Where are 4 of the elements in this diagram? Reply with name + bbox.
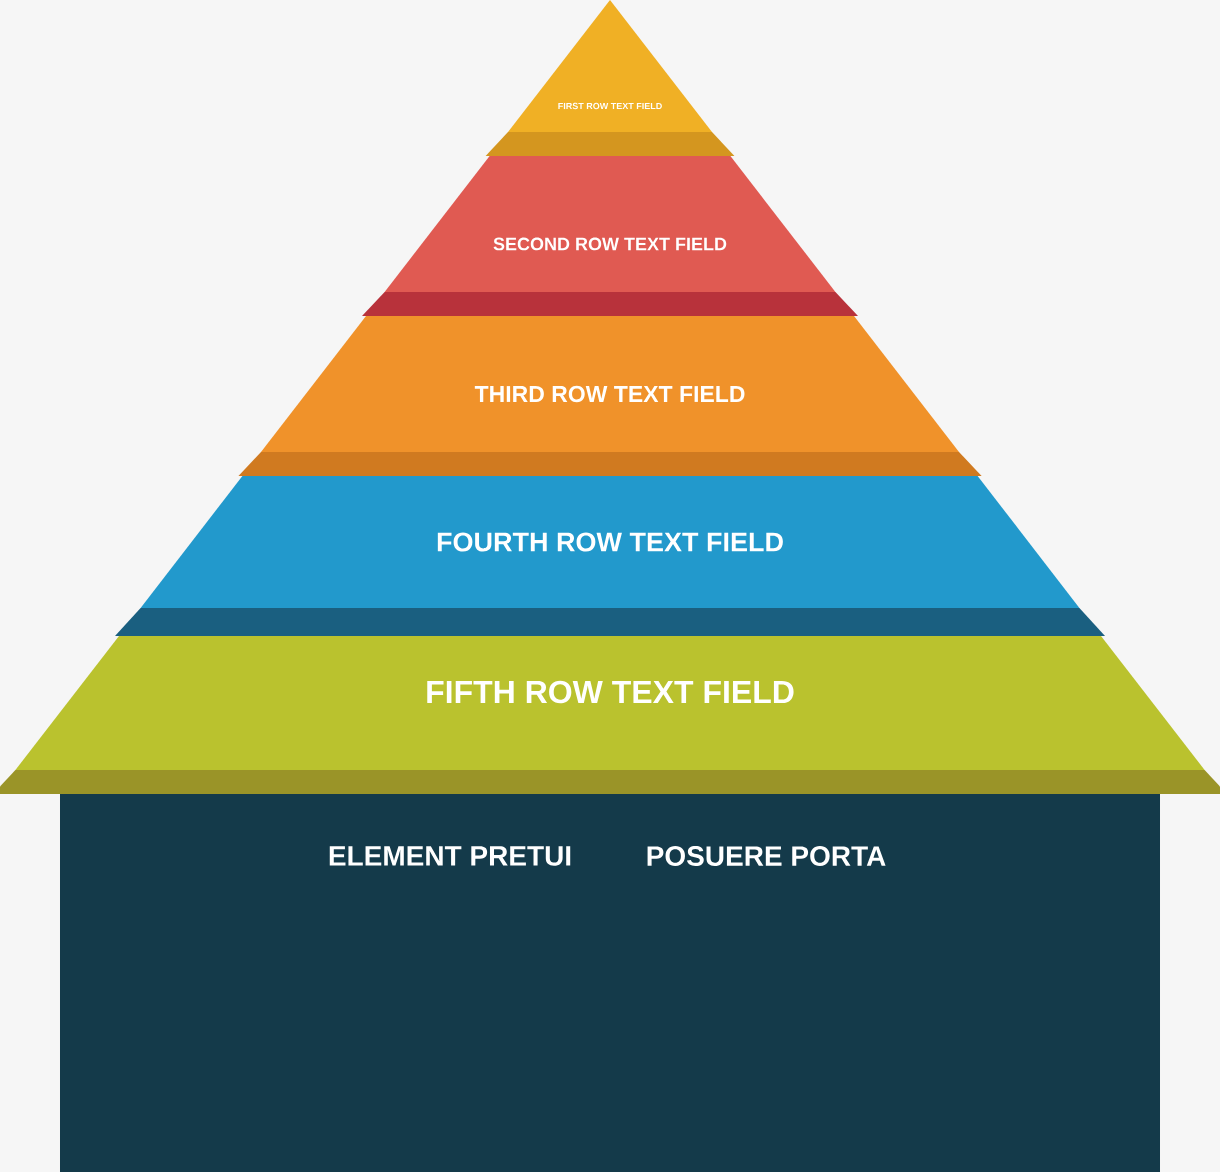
base-block: ELEMENT PRETUI POSUERE PORTA — [60, 794, 1160, 1172]
pyramid-band: SECOND ROW TEXT FIELD — [362, 156, 858, 316]
pyramid-band: FOURTH ROW TEXT FIELD — [115, 476, 1105, 636]
pyramid-band: THIRD ROW TEXT FIELD — [238, 316, 982, 476]
